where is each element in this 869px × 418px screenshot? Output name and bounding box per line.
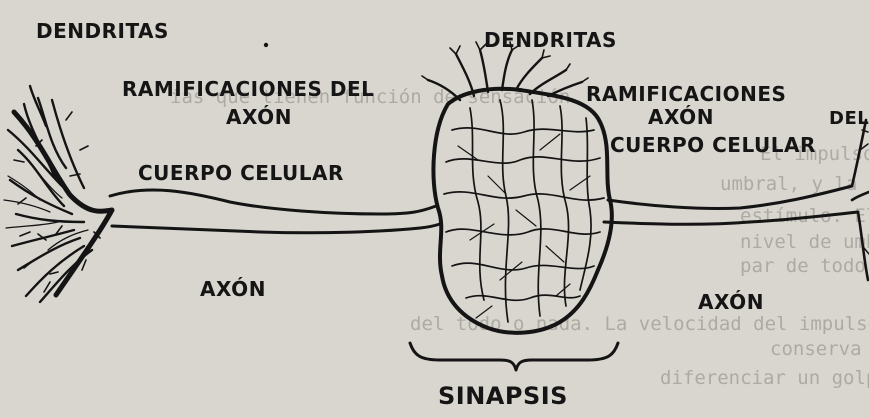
bleed-line-4: estímulo. El aumento de la excitación se… (740, 205, 869, 227)
label-sinapsis: SINAPSIS (438, 382, 568, 410)
bleed-line-9: diferenciar un golpe de un puñetazo es q… (660, 367, 869, 389)
label-axon-right: AXÓN (698, 290, 764, 314)
label-dendritas-left: DENDRITAS (36, 19, 169, 43)
label-cuerpo-celular-left: CUERPO CELULAR (138, 161, 344, 185)
label-axon-ram-right: AXÓN (648, 105, 714, 129)
label-axon-ram-left: AXÓN (226, 105, 292, 129)
label-del-right: DEL (829, 108, 869, 129)
label-ramificaciones-right: RAMIFICACIONES (586, 82, 786, 106)
ink-dot (264, 43, 268, 47)
label-axon-left: AXÓN (200, 277, 266, 301)
bleed-through-text: ias que tienen función de sensación. El … (170, 86, 869, 389)
label-ramificaciones-left: RAMIFICACIONES DEL (122, 77, 374, 101)
left-dendrite-bush (4, 86, 112, 302)
bleed-line-6: par de todo o nada que se ha designado c… (740, 255, 869, 277)
bleed-line-8: conserva la misma intensidad, lo que ocu… (770, 338, 869, 360)
label-dendritas-center: DENDRITAS (484, 28, 617, 52)
sinapsis-brace (410, 343, 618, 370)
left-axon-line (110, 190, 440, 233)
label-cuerpo-celular-right: CUERPO CELULAR (610, 133, 816, 157)
bleed-line-3: umbral, y la persona percibe la intensid… (720, 173, 869, 195)
bleed-line-5: nivel de umbral, a mayor intensidad. En … (740, 231, 869, 253)
